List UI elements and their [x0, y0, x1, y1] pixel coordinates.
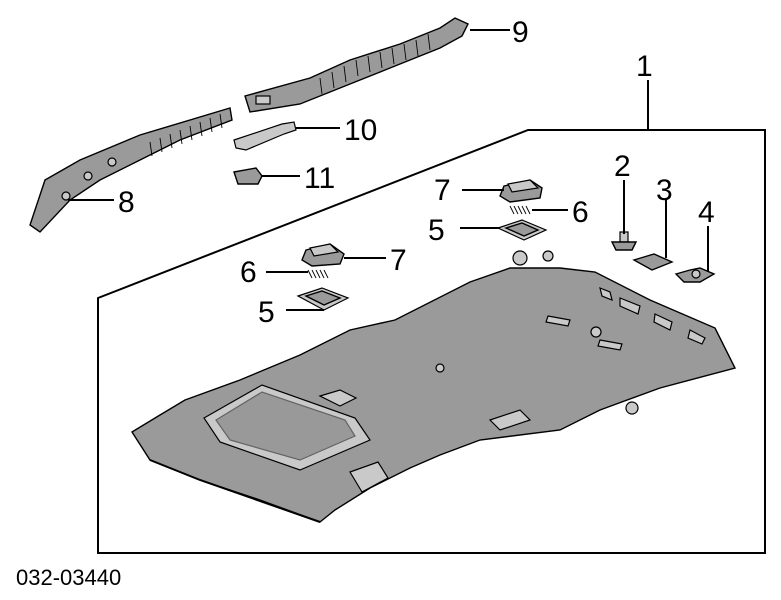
roof-rail-right	[244, 17, 469, 113]
callout-5-upper: 5	[428, 214, 445, 247]
callout-6-upper: 6	[572, 196, 589, 229]
callout-9: 9	[512, 16, 529, 49]
callout-7-lower: 7	[390, 244, 407, 277]
callout-11: 11	[304, 162, 335, 195]
assist-grip	[233, 121, 297, 151]
spring-upper	[509, 205, 531, 215]
leader-lines	[68, 29, 709, 311]
callout-3: 3	[656, 174, 673, 207]
spring-lower	[307, 269, 329, 279]
callout-2: 2	[614, 150, 631, 183]
hook	[674, 267, 716, 283]
callout-6-lower: 6	[240, 256, 257, 289]
callout-7-upper: 7	[434, 174, 451, 207]
callout-10: 10	[344, 114, 377, 147]
clip	[610, 231, 638, 251]
callout-4: 4	[698, 196, 715, 229]
lamp-frame-upper	[496, 219, 548, 241]
callout-5-lower: 5	[258, 296, 275, 329]
map-lamp-lower	[301, 243, 345, 267]
callout-8: 8	[118, 186, 135, 219]
callout-1: 1	[636, 50, 653, 83]
headliner-panel	[131, 250, 737, 523]
cover-cap	[233, 167, 263, 185]
map-lamp-upper	[499, 179, 543, 203]
assembly-frame	[97, 129, 766, 554]
roof-rail-left	[29, 107, 233, 233]
diagram-part-number: 032-03440	[16, 565, 121, 590]
lamp-frame-lower	[296, 287, 350, 311]
pad	[632, 253, 674, 271]
